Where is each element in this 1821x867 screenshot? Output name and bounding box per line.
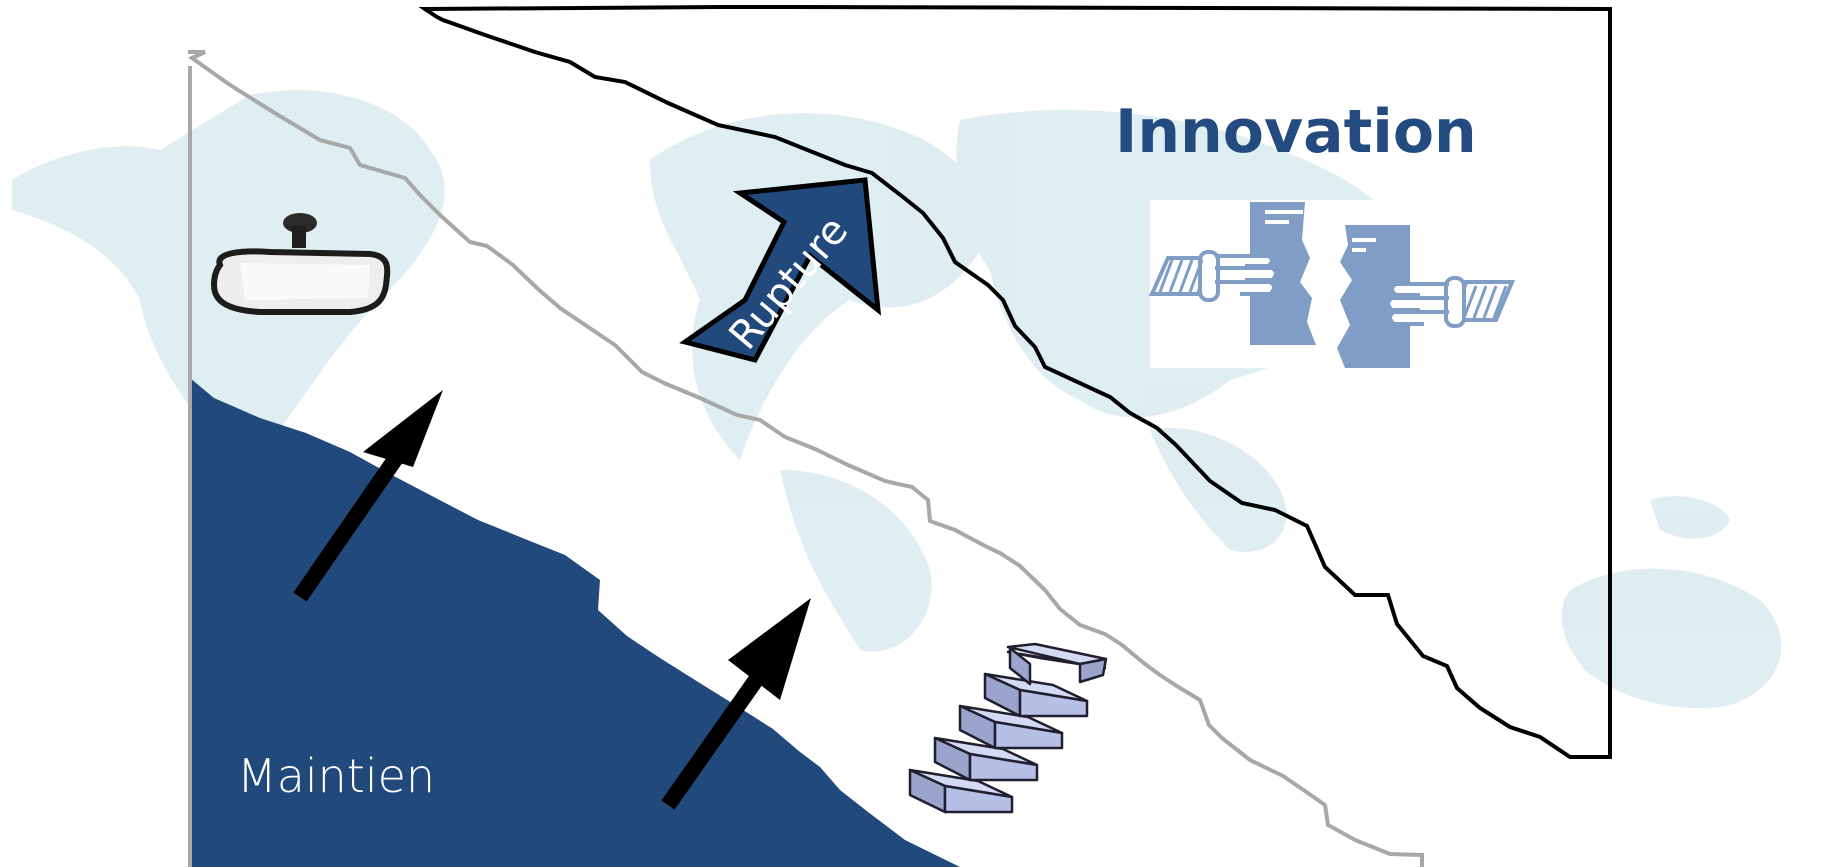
rearview-mirror-icon (210, 213, 391, 315)
rupture-arrow (679, 177, 882, 363)
transition-arrow-lower (661, 598, 811, 810)
grey-upper-boundary (188, 50, 1424, 867)
handshake-puzzle-icon (1148, 200, 1516, 368)
maintien-label: Maintien (237, 749, 435, 803)
maintien-region (190, 378, 960, 867)
staircase-icon (908, 642, 1108, 814)
innovation-label: Innovation (1115, 97, 1477, 167)
innovation-frame (418, 5, 1612, 759)
transition-arrow-upper (293, 390, 443, 602)
